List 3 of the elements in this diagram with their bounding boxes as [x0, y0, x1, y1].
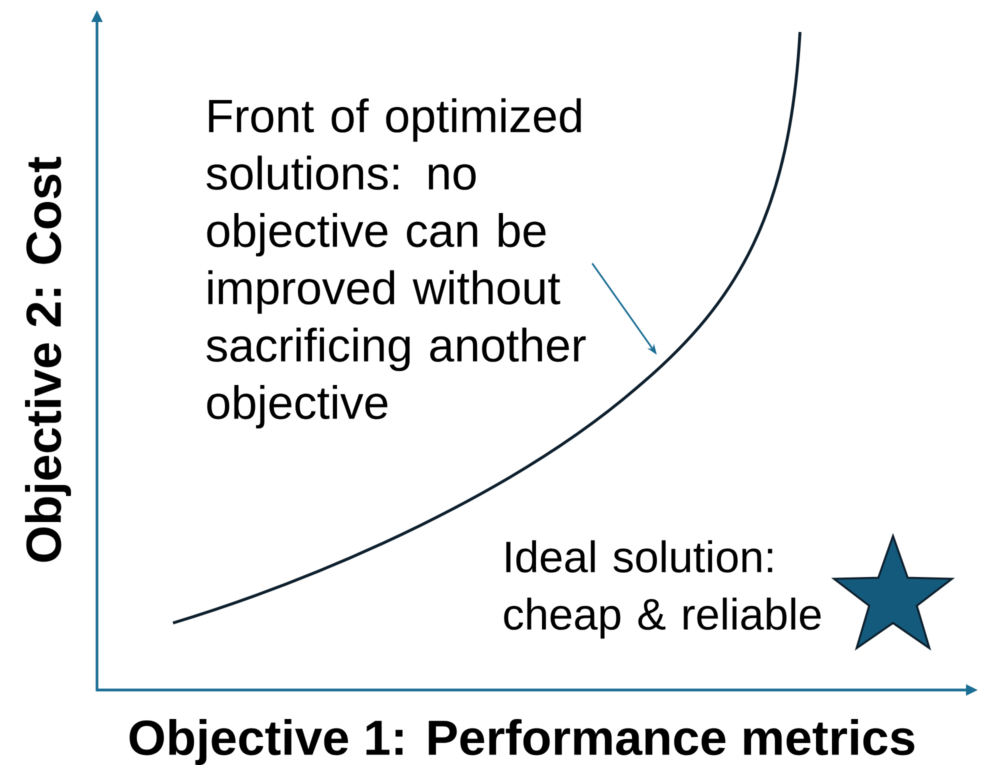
axis-title: Objective 2: Cost: [25, 156, 71, 562]
axis-title: Objective 1: Performance metrics: [130, 719, 914, 765]
ideal-solution-text: Ideal solution: cheap & reliable: [504, 540, 821, 639]
